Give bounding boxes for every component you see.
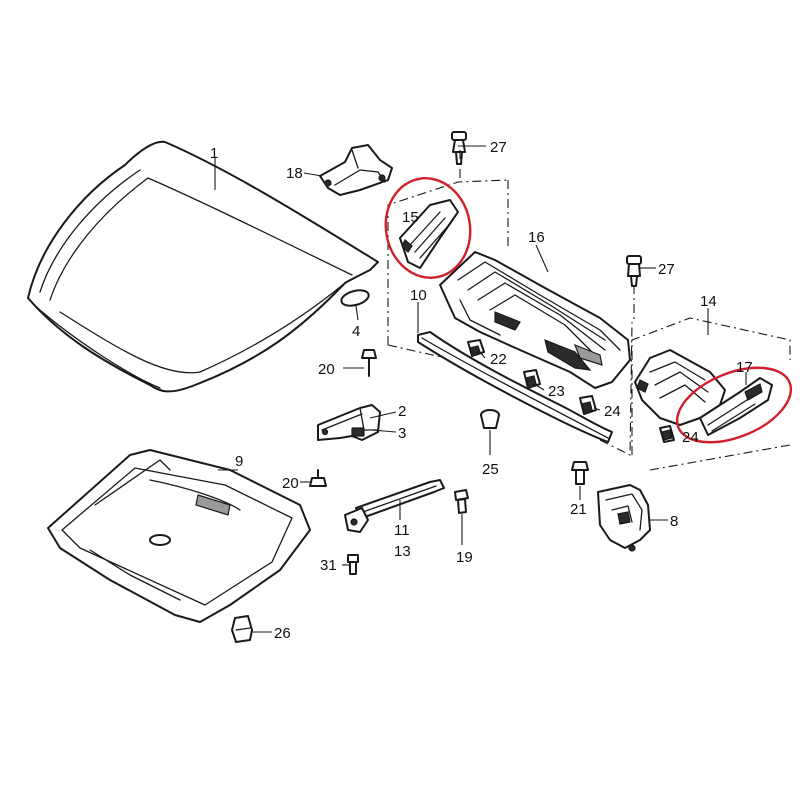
callout-13: 13	[394, 543, 411, 560]
callout-9: 9	[235, 453, 243, 470]
callout-24-right: 24	[682, 429, 699, 446]
callout-1: 1	[210, 145, 218, 162]
callout-24-center: 24	[604, 403, 621, 420]
callout-4: 4	[352, 323, 360, 340]
highlight-ring-15	[384, 177, 472, 279]
cowl-piece-15	[399, 199, 459, 269]
hood-strut	[344, 479, 445, 533]
assembly-boundaries	[387, 150, 791, 471]
hood-insulator	[47, 449, 311, 623]
callout-25: 25	[482, 461, 499, 478]
clip-24-center	[579, 395, 597, 415]
callout-8: 8	[670, 513, 678, 530]
callout-2: 2	[398, 403, 406, 420]
callout-31: 31	[320, 557, 337, 574]
hood-latch	[597, 484, 651, 552]
clip-27-top	[451, 131, 467, 165]
callout-labels: 1 2 3 4 8 9 10 11 13 14 15 16 17 18 19 2…	[210, 139, 753, 642]
callout-16: 16	[528, 229, 545, 246]
leader-lines	[214, 145, 747, 633]
callout-21: 21	[570, 501, 587, 518]
callout-11: 11	[394, 522, 410, 539]
callout-20-bottom: 20	[282, 475, 299, 492]
clip-27-right	[626, 255, 642, 287]
hood-hinge	[317, 404, 381, 441]
callout-17: 17	[736, 359, 753, 376]
hood-bracket	[319, 144, 393, 196]
grommet-25	[480, 409, 500, 429]
callout-26: 26	[274, 625, 291, 642]
callout-27-right: 27	[658, 261, 675, 278]
highlight-ring-17	[675, 366, 793, 444]
clip-23	[523, 369, 541, 389]
callout-15: 15	[402, 209, 419, 226]
bolt-20-top	[361, 349, 377, 377]
cowl-top-16	[439, 251, 631, 389]
screw-31	[347, 554, 359, 575]
callout-20-top: 20	[318, 361, 335, 378]
callout-27-top: 27	[490, 139, 507, 156]
callout-3: 3	[398, 425, 406, 442]
callout-14: 14	[700, 293, 717, 310]
hood-seal-pad	[340, 289, 370, 307]
hood-panel	[27, 140, 379, 393]
bolt-21	[571, 461, 589, 485]
weatherstrip-10	[417, 331, 613, 443]
callout-22: 22	[490, 351, 507, 368]
callout-10: 10	[410, 287, 427, 304]
cowl-piece-17	[699, 377, 773, 436]
callout-23: 23	[548, 383, 565, 400]
bolt-20-bottom	[309, 469, 327, 487]
callout-18: 18	[286, 165, 303, 182]
clip-26	[231, 615, 253, 643]
bolt-19	[454, 489, 469, 514]
callout-19: 19	[456, 549, 473, 566]
clip-24-right	[659, 425, 675, 443]
